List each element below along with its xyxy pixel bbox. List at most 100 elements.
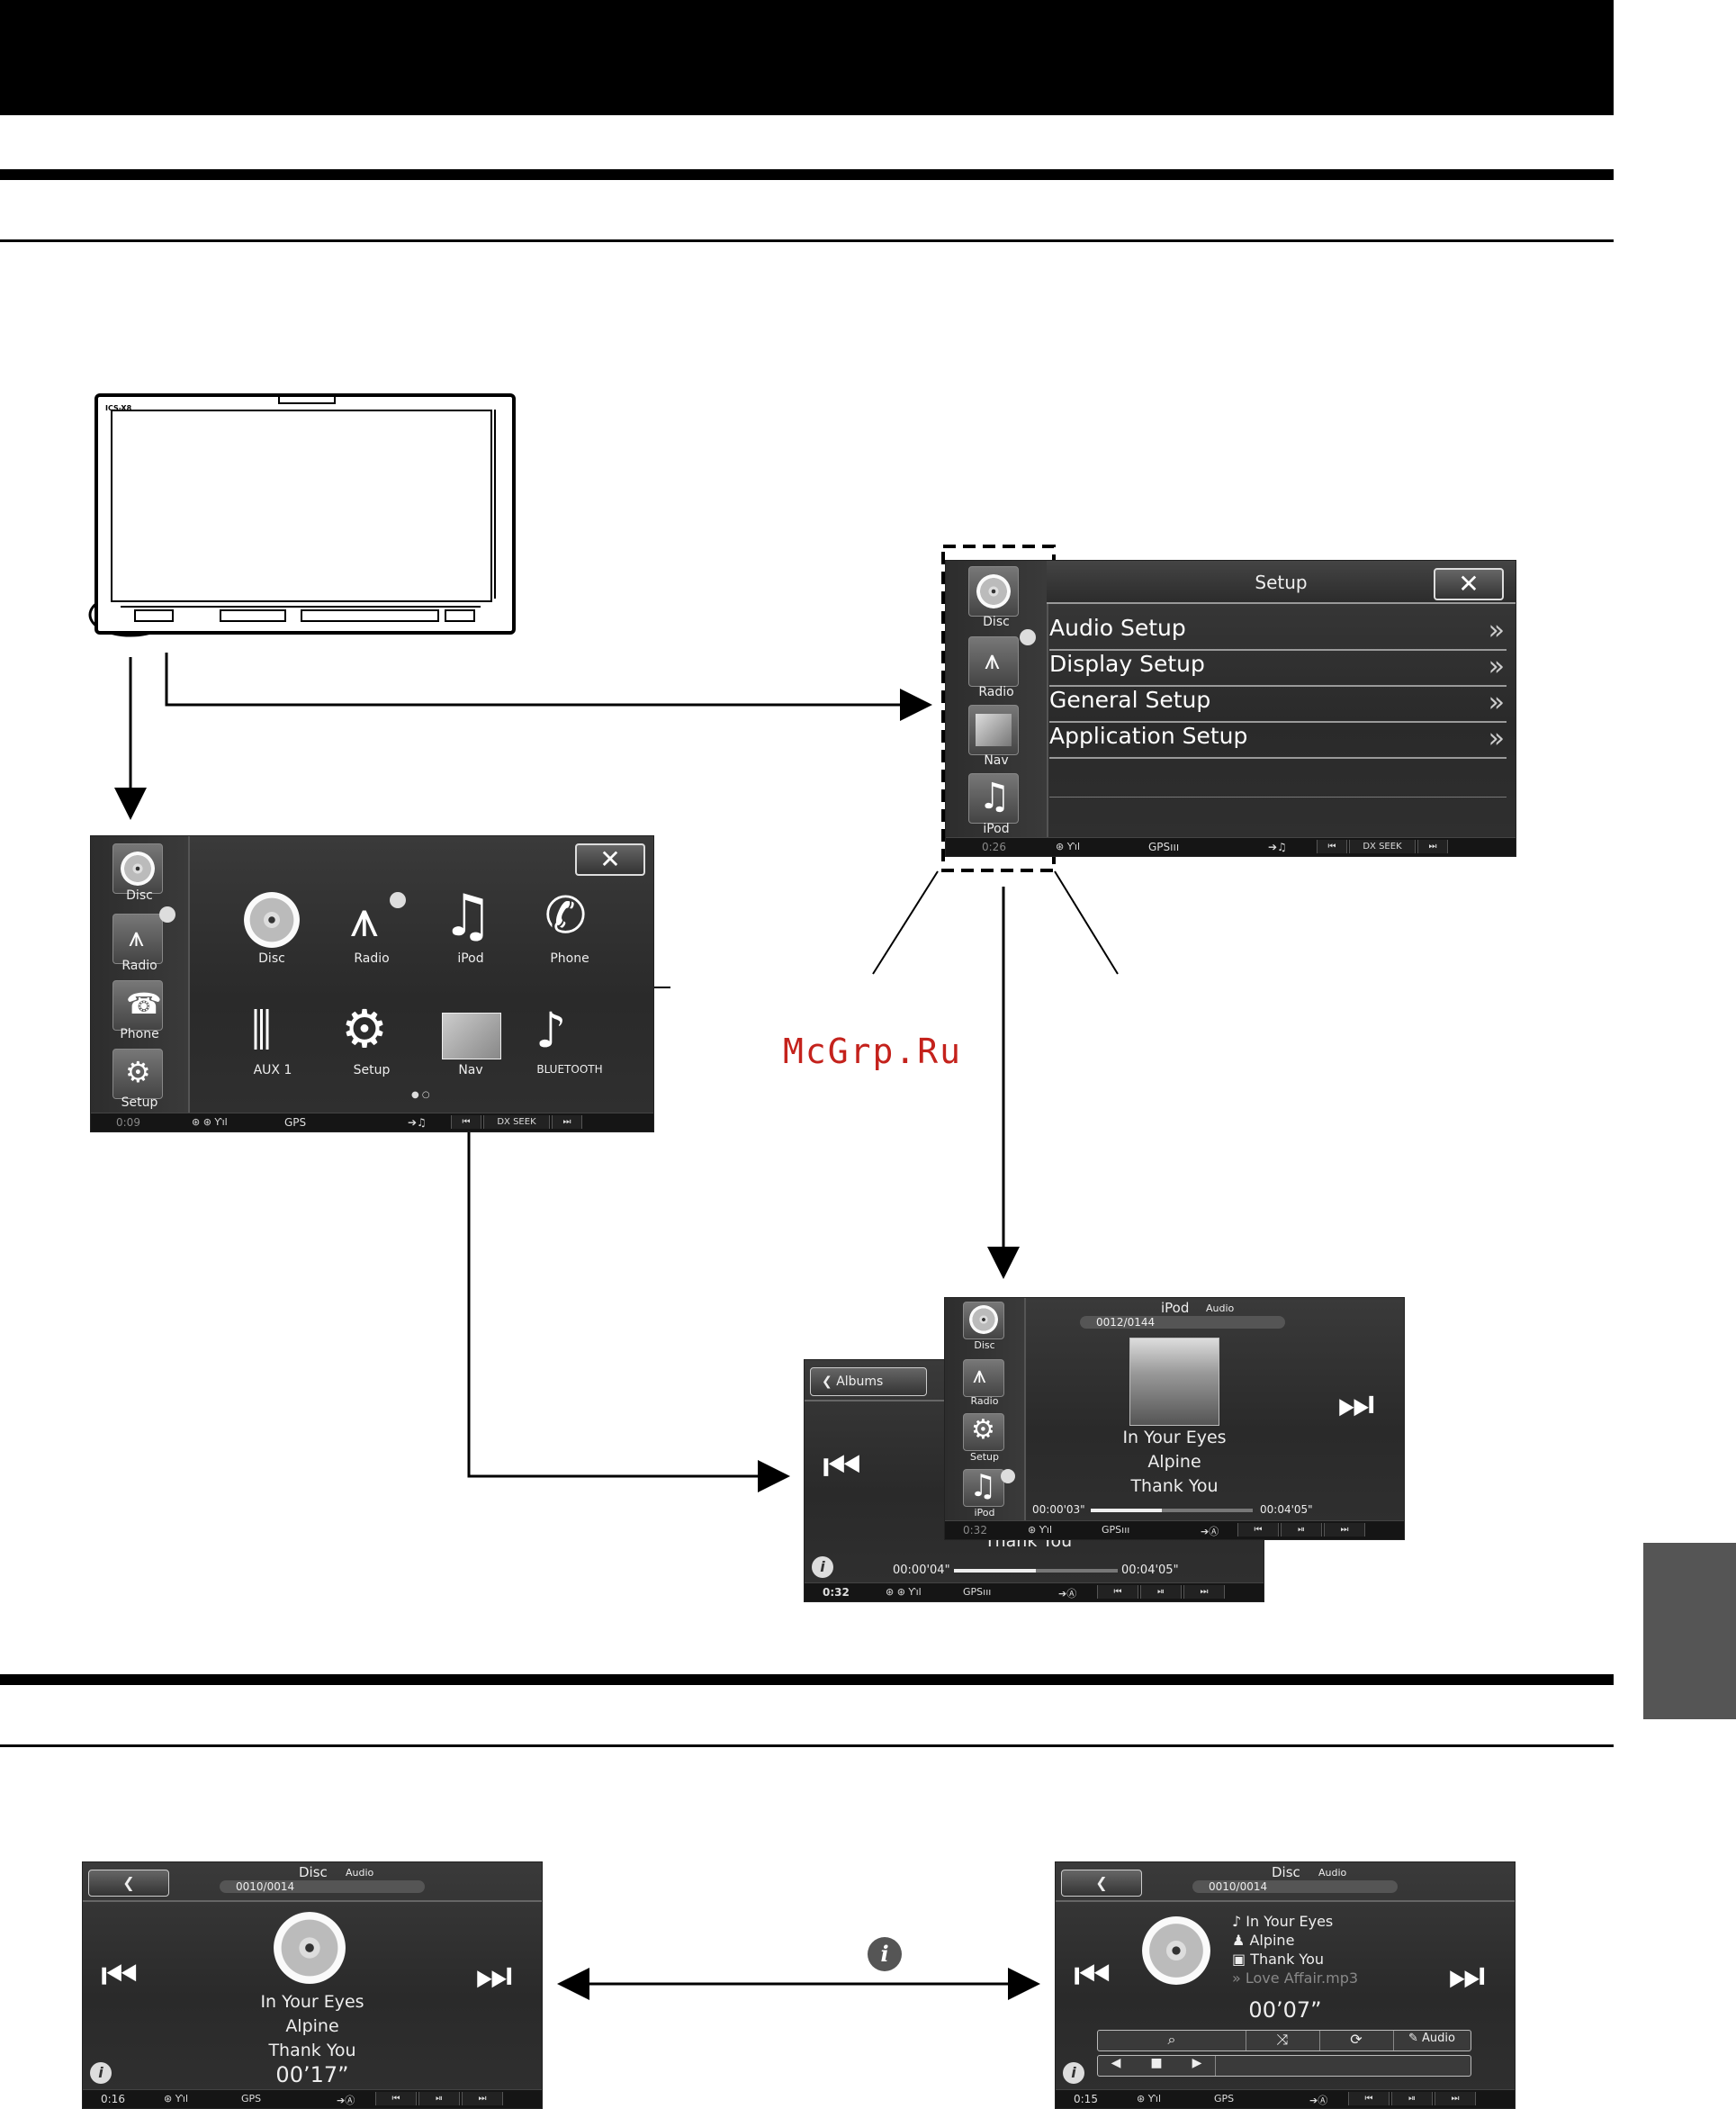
setup-side-disc[interactable] <box>968 566 1019 617</box>
disc-art-icon <box>1142 1916 1210 1985</box>
ipod-side-ipod[interactable]: ♫ <box>963 1468 1004 1507</box>
app-ipod-label: iPod <box>457 951 484 966</box>
setup-side-nav[interactable] <box>968 705 1019 755</box>
next-track-button[interactable]: ⏭ <box>1324 1523 1365 1537</box>
prev-track-button[interactable]: ⏮ <box>451 1115 481 1129</box>
ipod-back-progress[interactable] <box>954 1569 1118 1573</box>
home-side-disc[interactable] <box>112 843 163 894</box>
disc-icon <box>969 1305 998 1334</box>
forward-button[interactable]: ▶ <box>1179 2056 1216 2076</box>
disc-left-elapsed: 00’17” <box>275 2062 349 2087</box>
next-track-icon[interactable]: ⏭ <box>1337 1379 1375 1428</box>
page-header-bar <box>0 0 1614 115</box>
albums-back-button[interactable]: ❮ Albums <box>810 1367 927 1396</box>
next-track-button[interactable]: ⏭ <box>1417 840 1448 853</box>
app-setup-icon[interactable]: ⚙ <box>341 998 388 1059</box>
home-side-setup[interactable]: ⚙ <box>112 1049 163 1099</box>
next-track-icon[interactable]: ⏭ <box>1448 1951 1486 1999</box>
audio-button[interactable]: ✎ Audio <box>1393 2032 1471 2050</box>
drag-handle[interactable] <box>1020 629 1036 645</box>
ipod-side-disc[interactable] <box>963 1302 1004 1339</box>
prev-track-icon[interactable]: ⏮ <box>823 1441 862 1492</box>
close-button[interactable]: ✕ <box>575 843 645 876</box>
stop-button[interactable]: ■ <box>1134 2056 1179 2076</box>
next-track-icon[interactable]: ⏭ <box>475 1951 513 1999</box>
play-pause-button[interactable]: ⏯ <box>1281 1523 1322 1537</box>
disc-right-source: Disc <box>1272 1864 1300 1880</box>
setup-side-ipod[interactable]: ♫ <box>968 773 1019 824</box>
app-disc-icon[interactable] <box>244 892 300 948</box>
album-icon: ▣ <box>1232 1951 1251 1968</box>
ipod-side-setup[interactable]: ⚙ <box>963 1413 1004 1451</box>
next-track-button[interactable]: ⏭ <box>462 2092 503 2105</box>
source-arrow-icon: ➔♫ <box>1268 841 1287 853</box>
menu-application-setup-label: Application Setup <box>1049 723 1248 749</box>
ipod-progress[interactable] <box>1091 1509 1253 1512</box>
prev-track-button[interactable]: ⏮ <box>375 2092 417 2105</box>
dx-seek-button[interactable]: DX SEEK <box>483 1115 550 1129</box>
function-buttons[interactable] <box>301 609 439 622</box>
close-button[interactable]: ✕ <box>1434 568 1504 600</box>
app-phone-icon[interactable]: ✆ <box>544 887 587 945</box>
prev-track-button[interactable]: ⏮ <box>1348 2092 1390 2105</box>
next-track-button[interactable]: ⏭ <box>552 1115 582 1129</box>
app-bluetooth-icon[interactable]: ♪ <box>535 1002 567 1059</box>
wrench-icon: ✎ <box>1408 2032 1423 2045</box>
search-button[interactable]: ⌕ <box>1098 2031 1246 2050</box>
home-side-radio[interactable]: ⩚ <box>112 914 163 964</box>
volume-button[interactable] <box>220 609 286 622</box>
prev-track-icon[interactable]: ⏮ <box>1074 1951 1111 1999</box>
music-note-icon: ♫ <box>969 1468 997 1504</box>
stop-icon: ■ <box>1150 2056 1163 2070</box>
home-side-phone[interactable]: ☎ <box>112 980 163 1031</box>
next-track-button[interactable]: ⏭ <box>1435 2092 1476 2105</box>
setup-clock: 0:26 <box>982 841 1006 853</box>
setup-gps-label: GPSııı <box>1148 841 1180 853</box>
disc-screen-left: ❮ Disc Audio 0010/0014 ⏮ ⏭ In Your Eyes … <box>82 1861 543 2109</box>
ipod-side-radio-label: Radio <box>970 1395 999 1407</box>
app-ipod-icon[interactable]: ♫ <box>442 883 494 950</box>
prev-track-button[interactable]: ⏮ <box>1237 1523 1279 1537</box>
play-pause-button[interactable]: ⏯ <box>1391 2092 1433 2105</box>
drag-handle[interactable] <box>159 906 175 923</box>
repeat-button[interactable]: ⟳ <box>1319 2031 1394 2050</box>
home-clock: 0:09 <box>116 1116 140 1129</box>
info-icon[interactable]: i <box>1063 2062 1084 2084</box>
menu-application-setup[interactable]: Application Setup» <box>1049 723 1507 759</box>
info-icon[interactable]: i <box>90 2062 112 2084</box>
dx-seek-button[interactable]: DX SEEK <box>1349 840 1416 853</box>
app-radio-icon[interactable]: ⩚ <box>350 890 379 949</box>
prev-track-icon[interactable]: ⏮ <box>101 1951 139 1999</box>
radio-tower-icon: ⩚ <box>985 644 1000 676</box>
home-button[interactable] <box>134 609 174 622</box>
ipod-front-clock: 0:32 <box>963 1524 987 1537</box>
chevron-right-icon: » <box>1488 651 1505 682</box>
info-toggle-icon: i <box>868 1937 902 1971</box>
rewind-button[interactable]: ◀ <box>1098 2056 1134 2076</box>
info-icon[interactable]: i <box>812 1556 833 1578</box>
chevron-left-icon: ❮ <box>822 1374 832 1389</box>
back-button[interactable]: ❮ <box>1061 1870 1142 1897</box>
app-nav-map-icon[interactable] <box>442 1013 501 1059</box>
ipod-artist: Alpine <box>1147 1452 1201 1472</box>
play-pause-button[interactable]: ⏯ <box>418 2092 460 2105</box>
setup-side-radio[interactable]: ⩚ <box>968 636 1019 687</box>
source-arrow-icon: ➔♫ <box>408 1116 427 1129</box>
prev-track-button[interactable]: ⏮ <box>1097 1585 1138 1599</box>
ipod-side-radio[interactable]: ⩚ <box>963 1359 1004 1397</box>
play-pause-button[interactable]: ⏯ <box>1140 1585 1182 1599</box>
prev-track-button[interactable]: ⏮ <box>1317 840 1347 853</box>
radio-indicator <box>390 892 406 908</box>
setup-gear-icon: ⚙ <box>971 1414 995 1446</box>
back-button[interactable]: ❮ <box>88 1870 169 1897</box>
menu-general-setup[interactable]: General Setup» <box>1049 687 1507 723</box>
next-track-button[interactable]: ⏭ <box>1183 1585 1225 1599</box>
menu-display-setup[interactable]: Display Setup» <box>1049 651 1507 687</box>
app-aux-icon[interactable]: ⫼ <box>251 1004 272 1056</box>
shuffle-button[interactable]: ⤨ <box>1246 2031 1320 2050</box>
menu-audio-setup[interactable]: Audio Setup» <box>1049 615 1507 651</box>
section-rule-thin <box>0 239 1614 242</box>
disc-right-album: Thank You <box>1250 1951 1324 1968</box>
eject-button[interactable] <box>445 609 475 622</box>
drag-handle[interactable] <box>1001 1469 1015 1483</box>
